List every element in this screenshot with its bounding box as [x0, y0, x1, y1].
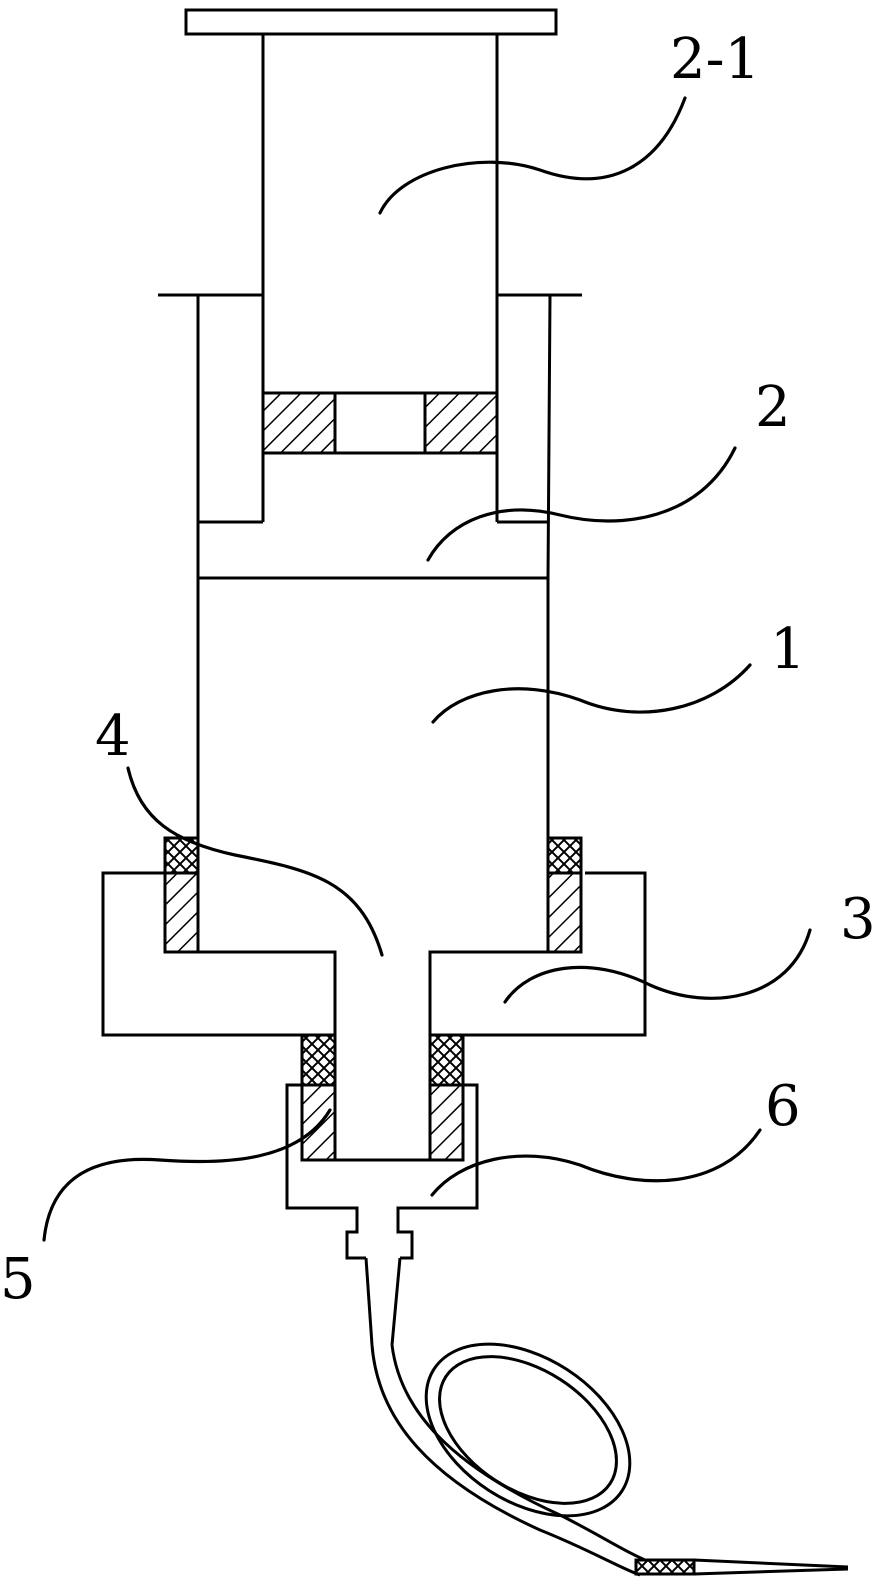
plunger-rod	[184, 8, 558, 393]
label-plunger: 2	[755, 375, 791, 440]
barrel-flange	[158, 293, 582, 580]
leader-3	[503, 928, 812, 1004]
barrel	[196, 578, 550, 952]
leader-1	[431, 663, 752, 724]
leader-2	[426, 446, 737, 562]
label-seal-ring: 5	[0, 1247, 36, 1312]
label-channel: 4	[95, 704, 131, 769]
leader-6	[430, 1128, 762, 1197]
seal-ring	[300, 1033, 465, 1162]
upper-seal-left	[163, 836, 200, 954]
leader-5	[42, 1108, 332, 1242]
label-holder: 3	[840, 887, 876, 952]
label-connector: 6	[765, 1074, 801, 1139]
label-plunger-rod: 2-1	[670, 27, 760, 92]
label-barrel: 1	[770, 617, 806, 682]
connector	[285, 1083, 479, 1346]
leader-4	[126, 766, 384, 957]
upper-seal-right	[546, 836, 583, 954]
leader-2-1	[378, 96, 687, 215]
flexible-tube	[370, 1342, 849, 1577]
plunger-head	[261, 391, 499, 455]
